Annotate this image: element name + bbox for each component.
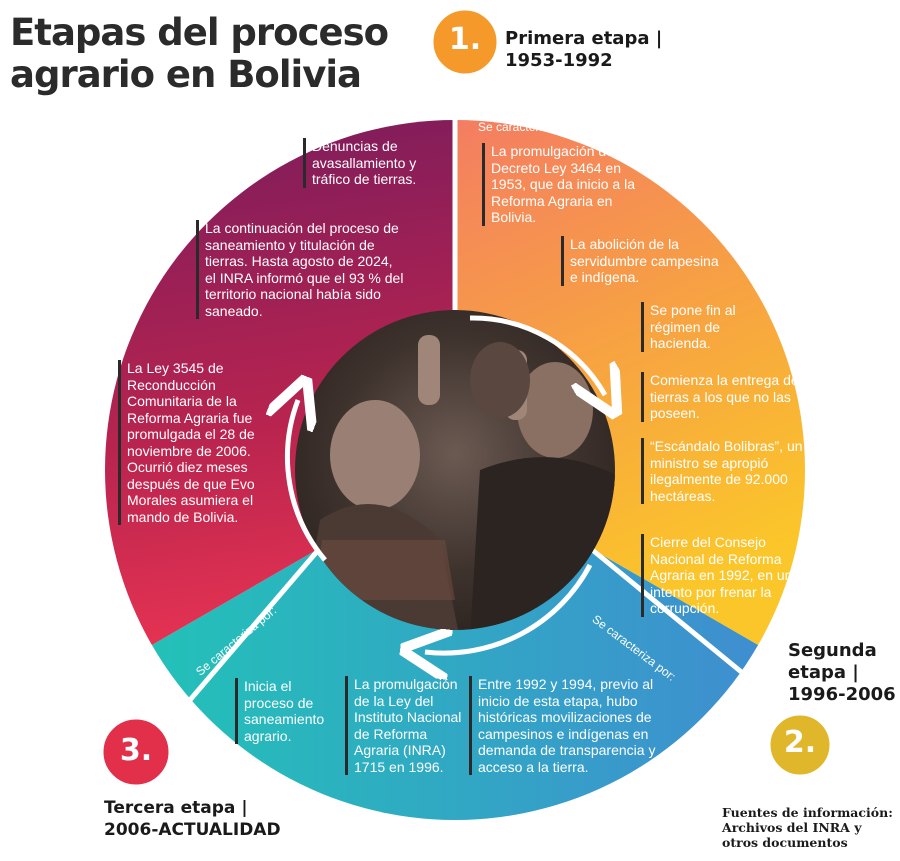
stage-label-second-title2: etapa | [788,662,859,683]
cycle-arrow-2 [425,563,593,653]
badge-second [765,710,835,780]
stage-number-first: 1. [448,22,482,57]
stage-label-second-title: Segunda [788,640,877,661]
caption-first: Se caracteriza por: [478,120,579,134]
second-item-1: Entre 1992 y 1994, previo al inicio de e… [469,676,668,775]
stage-number-second: 2. [783,725,817,760]
stage-label-second: Segunda etapa | 1996-2006 [788,640,896,706]
first-item-3: Se pone fin al régimen de hacienda. [641,302,760,352]
divider-left [158,546,322,737]
stage-label-first: Primera etapa | 1953-1992 [505,28,662,72]
cycle-arrow-1 [469,315,605,395]
stage-label-third: Tercera etapa | 2006-ACTUALIDAD [104,797,281,841]
first-item-4: Comienza la entrega de tierras a los que… [641,372,800,422]
badge-first [428,5,502,79]
third-item-3: Denuncias de avasallamiento y tráfico de… [303,138,447,188]
sector-second [151,470,759,820]
second-item-3: Inicia el proceso de saneamiento agrario… [235,678,344,744]
first-item-2: La abolición de la servidumbre campesina… [561,236,720,286]
page-title: Etapas del proceso agrario en Bolivia [10,11,389,96]
third-item-1: La Ley 3545 de Reconducción Comunitaria … [118,360,267,525]
stage-label-third-title: Tercera etapa | [104,798,248,818]
first-item-1: La promulgación del Decreto Ley 3464 en … [482,143,641,226]
second-item-2: La promulgación de la Ley del Instituto … [345,676,464,775]
first-item-6: Cierre del Consejo Nacional de Reforma A… [641,534,810,617]
historical-photo [295,310,615,630]
stage-label-second-years: 1996-2006 [788,684,896,705]
divider-right [588,546,802,722]
stage-number-third: 3. [119,733,153,768]
stage-label-first-years: 1953-1992 [505,50,613,71]
third-item-2: La continuación del proceso de saneamien… [196,220,405,319]
stage-label-first-title: Primera etapa | [505,28,663,49]
sources-note: Fuentes de información: Archivos del INR… [722,805,893,850]
first-item-5: “Escándalo Bolibras”, un ministro se apr… [641,438,810,504]
stage-label-third-years: 2006-ACTUALIDAD [104,820,281,840]
cycle-arrow-3 [287,400,327,562]
badge-third [98,714,174,790]
